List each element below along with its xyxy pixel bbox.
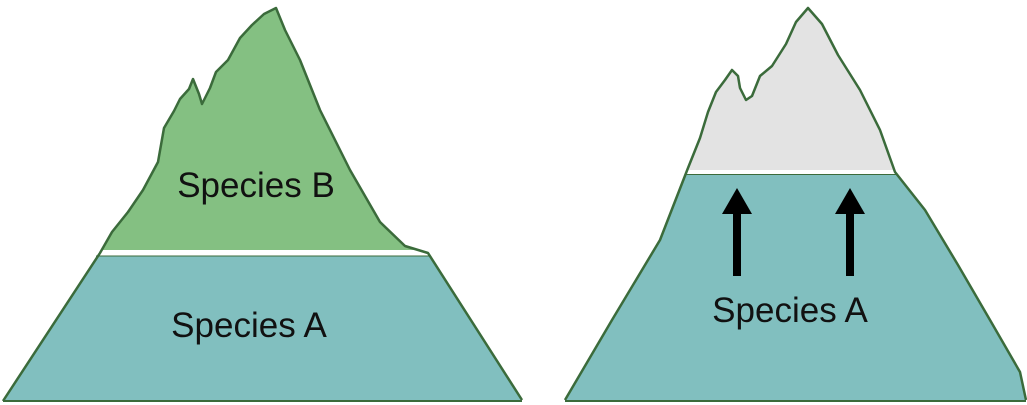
species-b-label: Species B	[177, 166, 335, 205]
species-a-label-right: Species A	[712, 291, 868, 330]
up-arrow-right	[835, 188, 865, 276]
left-mountain: Species B Species A	[1, 6, 524, 402]
up-arrow-left	[722, 188, 752, 276]
left-lower-zone-fill	[3, 256, 522, 401]
right-mountain: Species A	[563, 6, 1027, 402]
left-mountain-outline	[1, 6, 524, 402]
right-upper-zone-fill	[565, 8, 1026, 172]
up-arrow-left-shaft	[733, 212, 741, 276]
left-upper-zone-fill	[3, 8, 522, 250]
right-lower-zone-fill	[565, 174, 1026, 400]
up-arrow-left-head	[722, 188, 752, 214]
species-a-label-left: Species A	[171, 306, 327, 345]
right-mountain-outline	[563, 6, 1027, 401]
up-arrow-right-shaft	[846, 212, 854, 276]
up-arrow-right-head	[835, 188, 865, 214]
